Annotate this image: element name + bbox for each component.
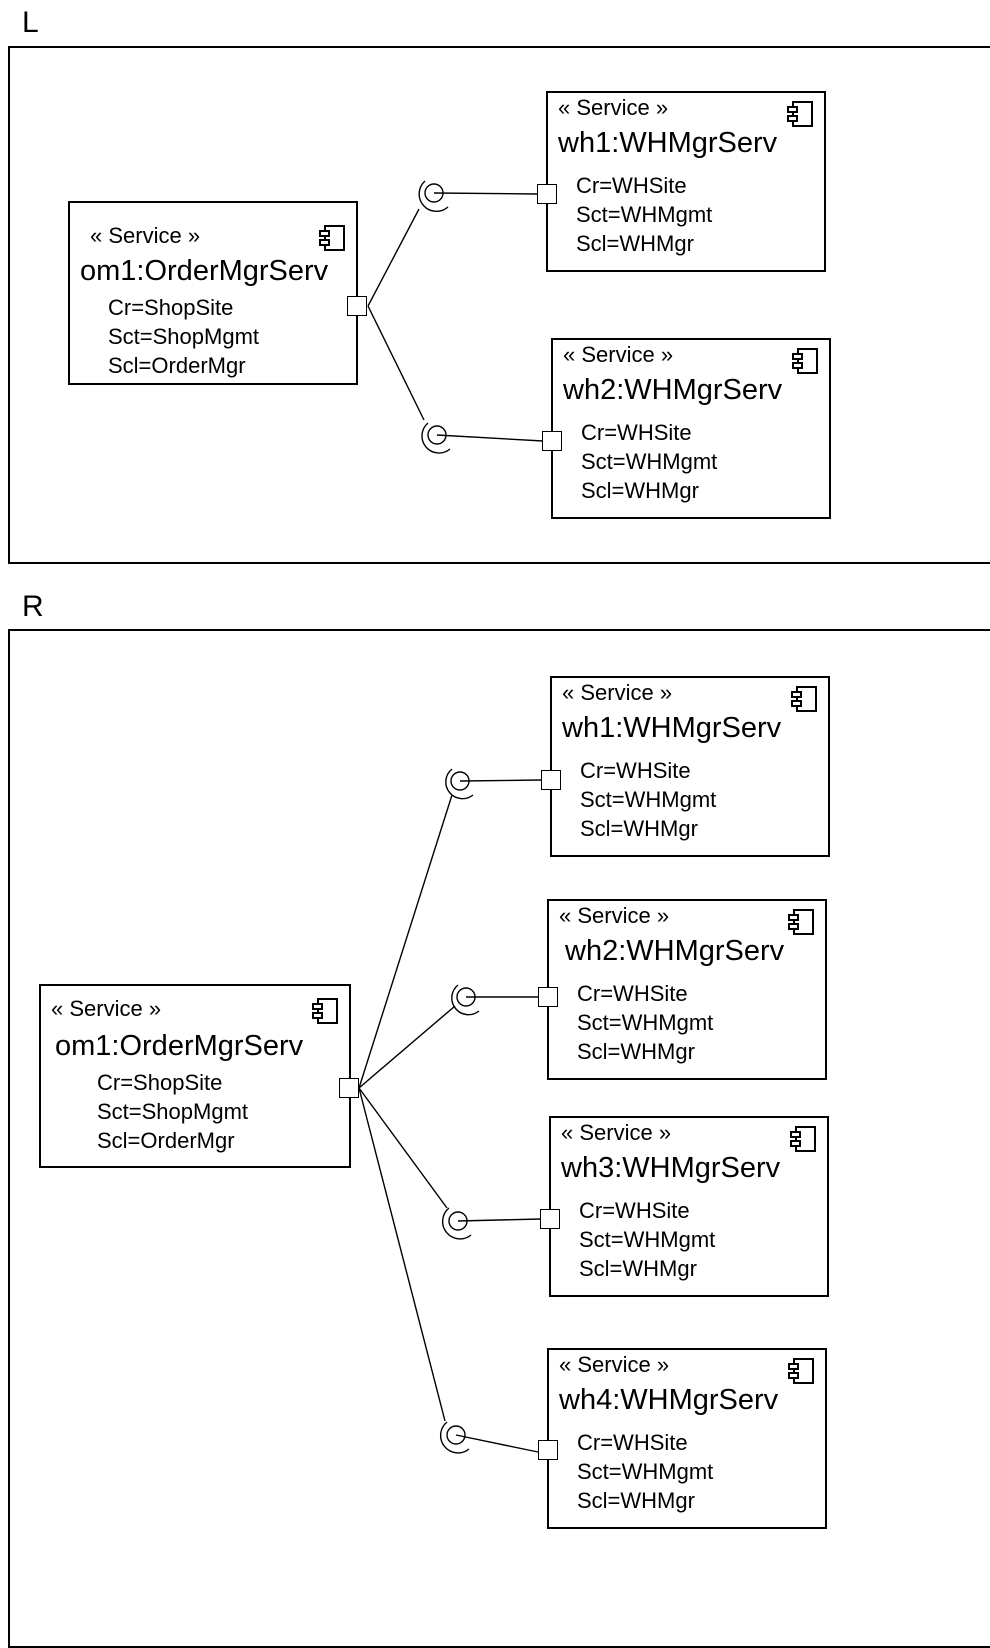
attr-scl: Scl=OrderMgr (108, 353, 246, 378)
attr-cr: Cr=WHSite (577, 981, 688, 1006)
attr-sct: Sct=WHMgmt (580, 787, 717, 812)
attr-cr: Cr=ShopSite (108, 295, 234, 320)
component-attributes: Cr=ShopSite Sct=ShopMgmt Scl=OrderMgr (97, 1068, 248, 1155)
component-attributes: Cr=WHSite Sct=WHMgmt Scl=WHMgr (580, 756, 716, 843)
component-right-wh4[interactable]: « Service » wh4:WHMgrServ Cr=WHSite Sct=… (547, 1348, 827, 1529)
component-name: wh2:WHMgrServ (565, 935, 785, 967)
port-right-wh2[interactable] (538, 987, 558, 1007)
attr-scl: Scl=WHMgr (577, 1039, 695, 1064)
attr-scl: Scl=WHMgr (577, 1488, 695, 1513)
connector-right-wh4 (358, 1087, 539, 1454)
attr-sct: Sct=WHMgmt (576, 202, 713, 227)
attr-cr: Cr=WHSite (580, 758, 691, 783)
component-right-wh2[interactable]: « Service » wh2:WHMgrServ Cr=WHSite Sct=… (547, 899, 827, 1080)
uml-component-icon (312, 998, 338, 1024)
component-right-om1[interactable]: « Service » om1:OrderMgrServ Cr=ShopSite… (39, 984, 351, 1168)
stereotype-label: « Service » (559, 1352, 670, 1377)
component-attributes: Cr=ShopSite Sct=ShopMgmt Scl=OrderMgr (108, 293, 259, 380)
uml-component-icon (787, 101, 813, 127)
component-name: wh4:WHMgrServ (559, 1384, 779, 1416)
component-left-wh2[interactable]: « Service » wh2:WHMgrServ Cr=WHSite Sct=… (551, 338, 831, 519)
attr-scl: Scl=WHMgr (576, 231, 694, 256)
attr-scl: Scl=WHMgr (581, 478, 699, 503)
uml-component-icon (792, 348, 818, 374)
uml-component-icon (788, 1358, 814, 1384)
connector-left-wh2 (367, 305, 544, 454)
attr-scl: Scl=WHMgr (579, 1256, 697, 1281)
attr-sct: Sct=WHMgmt (577, 1010, 714, 1035)
attr-cr: Cr=WHSite (577, 1430, 688, 1455)
attr-cr: Cr=WHSite (576, 173, 687, 198)
connector-right-wh2 (358, 984, 538, 1089)
stereotype-label: « Service » (90, 223, 201, 248)
uml-component-icon (319, 225, 345, 251)
stereotype-label: « Service » (561, 1120, 672, 1145)
stereotype-label: « Service » (51, 996, 162, 1021)
uml-component-icon (788, 909, 814, 935)
frame-left (8, 46, 990, 564)
attr-scl: Scl=WHMgr (580, 816, 698, 841)
attr-sct: Sct=WHMgmt (577, 1459, 714, 1484)
port-left-om1[interactable] (347, 296, 367, 316)
component-name: wh2:WHMgrServ (563, 374, 783, 406)
connector-right-wh1 (358, 768, 542, 1089)
component-left-om1[interactable]: « Service » om1:OrderMgrServ Cr=ShopSite… (68, 201, 358, 385)
port-right-om1[interactable] (339, 1078, 359, 1098)
attr-cr: Cr=WHSite (581, 420, 692, 445)
component-name: om1:OrderMgrServ (80, 255, 329, 287)
stereotype-label: « Service » (563, 342, 674, 367)
component-attributes: Cr=WHSite Sct=WHMgmt Scl=WHMgr (577, 979, 713, 1066)
connector-right-wh3 (358, 1087, 541, 1240)
uml-component-icon (790, 1126, 816, 1152)
stereotype-label: « Service » (559, 903, 670, 928)
uml-component-icon (791, 686, 817, 712)
attr-sct: Sct=ShopMgmt (108, 324, 260, 349)
component-name: wh3:WHMgrServ (561, 1152, 781, 1184)
stereotype-label: « Service » (562, 680, 673, 705)
port-right-wh3[interactable] (540, 1209, 560, 1229)
component-right-wh1[interactable]: « Service » wh1:WHMgrServ Cr=WHSite Sct=… (550, 676, 830, 857)
attr-sct: Sct=WHMgmt (579, 1227, 716, 1252)
component-name: wh1:WHMgrServ (562, 712, 782, 744)
attr-scl: Scl=OrderMgr (97, 1128, 235, 1153)
component-left-wh1[interactable]: « Service » wh1:WHMgrServ Cr=WHSite Sct=… (546, 91, 826, 272)
connector-left-wh1 (367, 180, 538, 307)
frame-right (8, 629, 990, 1648)
attr-cr: Cr=WHSite (579, 1198, 690, 1223)
stereotype-label: « Service » (558, 95, 669, 120)
component-name: om1:OrderMgrServ (55, 1030, 304, 1062)
component-attributes: Cr=WHSite Sct=WHMgmt Scl=WHMgr (579, 1196, 715, 1283)
component-attributes: Cr=WHSite Sct=WHMgmt Scl=WHMgr (577, 1428, 713, 1515)
attr-sct: Sct=WHMgmt (581, 449, 718, 474)
component-attributes: Cr=WHSite Sct=WHMgmt Scl=WHMgr (576, 171, 712, 258)
attr-cr: Cr=ShopSite (97, 1070, 223, 1095)
port-right-wh4[interactable] (538, 1440, 558, 1460)
port-left-wh2[interactable] (542, 431, 562, 451)
attr-sct: Sct=ShopMgmt (97, 1099, 249, 1124)
panel-label-left: L (22, 6, 39, 39)
component-right-wh3[interactable]: « Service » wh3:WHMgrServ Cr=WHSite Sct=… (549, 1116, 829, 1297)
port-right-wh1[interactable] (541, 770, 561, 790)
port-left-wh1[interactable] (537, 184, 557, 204)
component-name: wh1:WHMgrServ (558, 127, 778, 159)
component-attributes: Cr=WHSite Sct=WHMgmt Scl=WHMgr (581, 418, 717, 505)
panel-label-right: R (22, 590, 44, 623)
